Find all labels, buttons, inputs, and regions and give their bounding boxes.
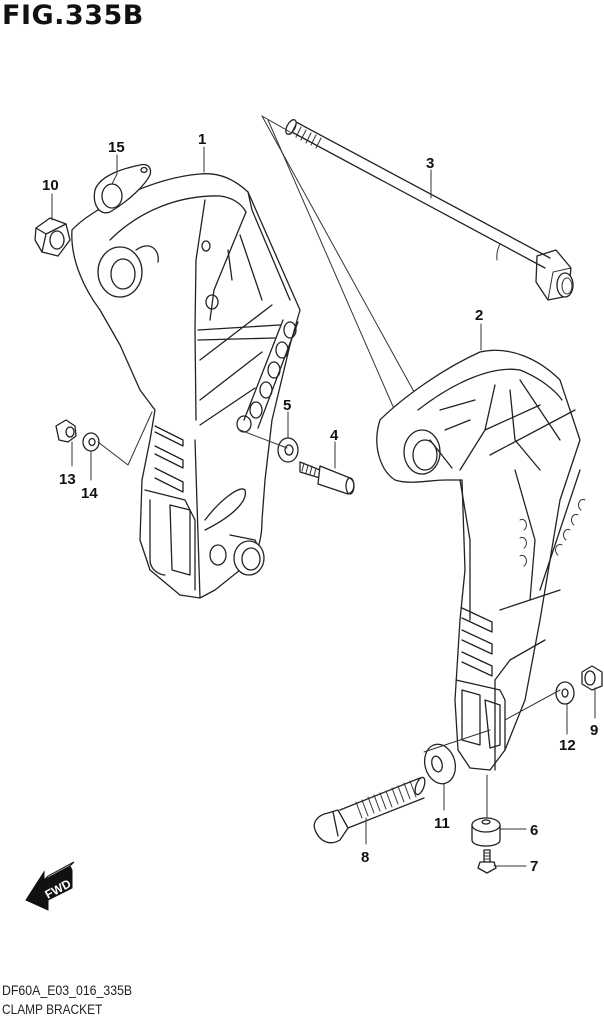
part-washer-12[interactable] (555, 681, 575, 705)
part-washer-11[interactable] (420, 741, 459, 787)
arrow-left-down-icon (25, 865, 73, 911)
part-clamp-bracket-left[interactable] (71, 173, 301, 599)
callout-8: 8 (361, 849, 369, 866)
part-washer-5[interactable] (277, 437, 299, 463)
part-washer-14[interactable] (82, 432, 100, 452)
callout-5: 5 (283, 397, 291, 414)
fwd-direction-indicator: FWD (25, 861, 75, 911)
part-bushing[interactable] (471, 817, 501, 847)
part-bolt[interactable] (313, 776, 427, 844)
callout-6: 6 (530, 822, 538, 839)
callout-15: 15 (108, 139, 125, 156)
callout-1: 1 (198, 131, 206, 148)
figure-title: FIG.335B (2, 0, 144, 31)
part-small-bolt[interactable] (477, 849, 497, 874)
callout-10: 10 (42, 177, 59, 194)
callout-labels: 1 2 3 4 5 6 7 8 9 10 11 12 13 14 15 (42, 131, 598, 875)
callout-7: 7 (530, 858, 538, 875)
callout-4: 4 (330, 427, 339, 444)
part-long-bolt[interactable] (284, 118, 574, 301)
alignment-line-2 (267, 119, 413, 451)
callout-9: 9 (590, 722, 598, 739)
callout-12: 12 (559, 737, 576, 754)
part-clamp-bracket-right[interactable] (376, 349, 586, 771)
callout-13: 13 (59, 471, 76, 488)
callout-3: 3 (426, 155, 434, 172)
leader-lines (51, 146, 596, 867)
diagram-name: CLAMP BRACKET (2, 1001, 103, 1017)
part-pin[interactable] (299, 461, 355, 495)
part-nut-10[interactable] (34, 217, 71, 257)
diagram-code: DF60A_E03_016_335B (2, 982, 133, 998)
part-nut-13[interactable] (55, 419, 77, 443)
part-nut-9[interactable] (581, 665, 603, 691)
callout-2: 2 (475, 307, 483, 324)
callout-11: 11 (434, 815, 450, 832)
callout-14: 14 (81, 485, 98, 502)
